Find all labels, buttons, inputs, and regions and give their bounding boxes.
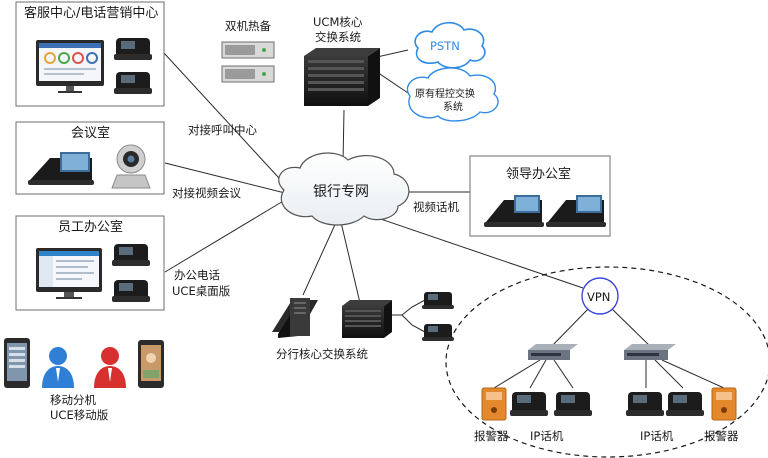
- call-center-monitor-icon: [36, 40, 104, 93]
- user-icon-blue: [42, 347, 74, 388]
- link-meeting-room: [164, 162, 286, 194]
- link-branch-phones-2: [401, 314, 426, 333]
- conference-camera-icon: [111, 144, 151, 189]
- video-phone-link-label: 视频话机: [413, 200, 459, 214]
- call-center-phone-icon-2: [114, 72, 152, 94]
- leader-office-box: 领导办公室: [469, 155, 611, 237]
- pstn-label: PSTN: [430, 39, 460, 53]
- call-center-link-label: 对接呼叫中心: [188, 123, 257, 137]
- uce-mobile-label: UCE移动版: [50, 408, 109, 422]
- branch-switch-label: 分行核心交换系统: [276, 347, 368, 361]
- pstn-cloud: PSTN: [414, 21, 486, 69]
- vpn-label: VPN: [587, 290, 610, 304]
- hot-standby-label: 双机热备: [225, 19, 271, 33]
- call-center-phone-icon-1: [114, 38, 152, 60]
- meeting-room-box: 会议室: [15, 121, 165, 195]
- link-vpn-switch-left: [549, 306, 591, 349]
- bank-network-cloud: 银行专网: [278, 152, 410, 226]
- ip-phone-icon-left-2: [554, 392, 592, 416]
- leader-office-title: 领导办公室: [506, 166, 571, 182]
- ip-phone-icon-left-1: [510, 392, 548, 416]
- staff-office-box: 员工办公室: [15, 215, 165, 311]
- link-staff-office: [164, 199, 286, 273]
- branch-phone-icon-2: [422, 324, 454, 341]
- uce-desktop-link-label: UCE桌面版: [172, 284, 231, 298]
- user-icon-red: [94, 347, 126, 388]
- link-ucm-pstn: [376, 49, 409, 58]
- alarm-icon-left: [481, 387, 507, 421]
- leader-video-phone-icon-2: [546, 195, 606, 227]
- branch-switch-server-icon: [342, 300, 392, 338]
- link-sw-phone-r2: [654, 359, 684, 389]
- link-vpn: [359, 211, 584, 289]
- meeting-room-title: 会议室: [71, 125, 110, 141]
- ucm-label-line1: UCM核心: [313, 15, 363, 29]
- link-call-center: [151, 39, 291, 191]
- alarm-icon-right: [711, 387, 737, 421]
- ucm-label-line2: 交换系统: [315, 30, 361, 44]
- link-ucm-pbx: [376, 71, 409, 94]
- ucm-server-icon: [304, 48, 380, 106]
- video-conference-link-label: 对接视频会议: [172, 186, 241, 200]
- mobile-extension-label: 移动分机: [50, 393, 96, 407]
- link-branch-server-a: [302, 217, 339, 296]
- staff-phone-icon-1: [112, 244, 150, 266]
- link-ucm: [342, 109, 345, 164]
- video-phone-icon: [28, 152, 94, 185]
- remote-site-boundary: [445, 266, 768, 458]
- link-sw-alarm-left: [493, 359, 541, 389]
- link-branch-phones: [385, 299, 426, 316]
- branch-tower-server-icon: [272, 298, 318, 338]
- legacy-pbx-cloud: 原有程控交换 系统: [406, 67, 499, 122]
- branch-phone-icon-1: [422, 292, 454, 309]
- mobile-phone-icon-right: [138, 340, 164, 388]
- call-center-title: 客服中心/电话营销中心: [24, 5, 158, 21]
- legacy-pbx-label-line2: 系统: [443, 100, 463, 113]
- mobile-phone-icon-left: [4, 338, 30, 388]
- hot-standby-server-icon: [221, 41, 275, 83]
- vpn-node: VPN: [581, 277, 619, 315]
- staff-phone-icon-2: [112, 280, 150, 302]
- switch-right-icon: [624, 344, 676, 360]
- link-sw-phone-l1: [529, 359, 547, 389]
- alarm-left-label: 报警器: [474, 429, 509, 443]
- office-phone-link-label: 办公电话: [174, 268, 220, 282]
- ip-phone-left-label: IP话机: [530, 429, 564, 443]
- alarm-right-label: 报警器: [704, 429, 739, 443]
- link-vpn-switch-right: [609, 306, 653, 349]
- link-branch-server-b: [339, 217, 361, 304]
- ip-phone-icon-right-1: [626, 392, 664, 416]
- staff-office-title: 员工办公室: [58, 219, 123, 235]
- link-sw-phone-l2: [553, 359, 574, 389]
- switch-left-icon: [528, 344, 578, 360]
- leader-video-phone-icon-1: [484, 195, 544, 227]
- desktop-client-monitor-icon: [36, 248, 102, 299]
- bank-network-label: 银行专网: [313, 184, 369, 200]
- ip-phone-icon-right-2: [666, 392, 704, 416]
- legacy-pbx-label-line1: 原有程控交换: [415, 87, 475, 100]
- call-center-box: 客服中心/电话营销中心: [15, 1, 165, 107]
- connection-lines: [151, 39, 725, 389]
- ip-phone-right-label: IP话机: [640, 429, 674, 443]
- link-sw-alarm-right: [661, 359, 725, 389]
